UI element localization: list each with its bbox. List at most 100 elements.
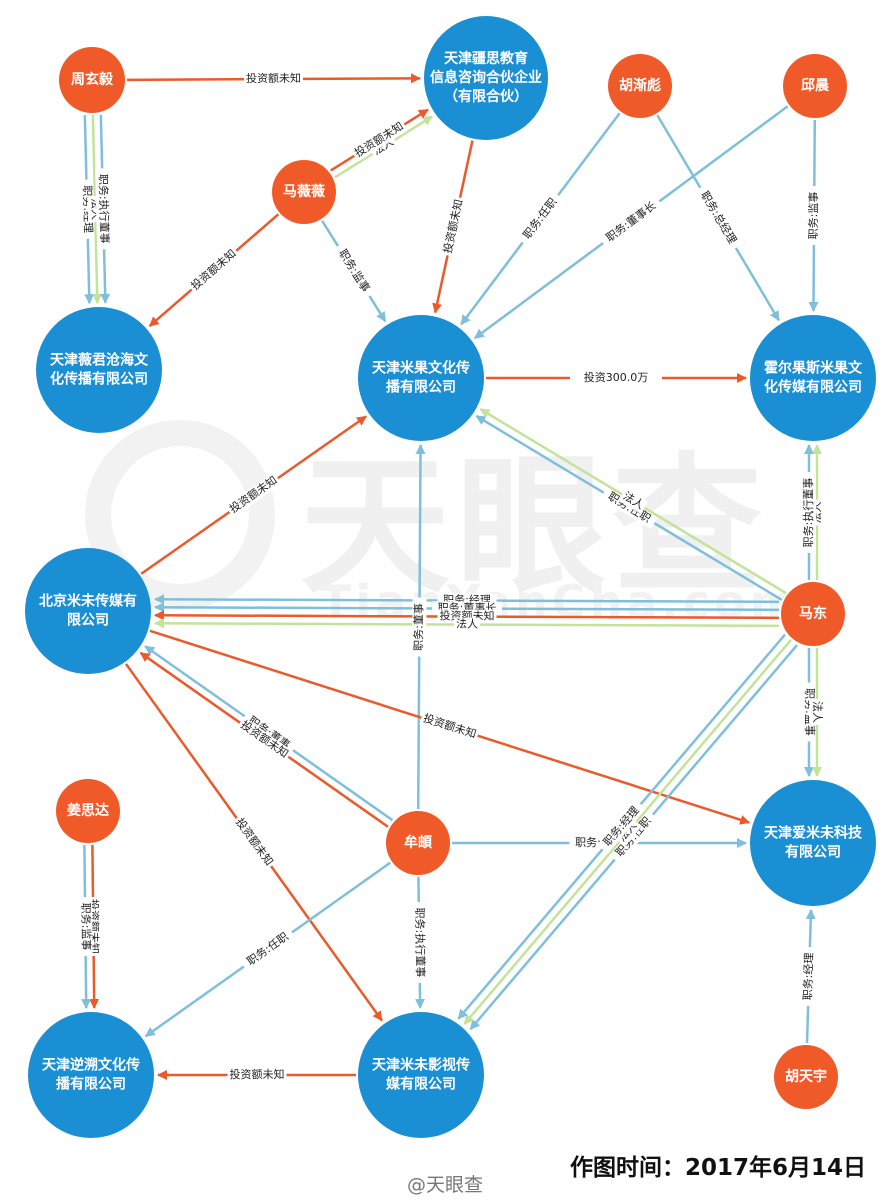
node-label: 化传播有限公司	[50, 371, 148, 388]
edge-legal: 法人	[463, 639, 792, 1025]
node-circle[interactable]	[59, 47, 125, 113]
person-node-huzhanbiao[interactable]: 胡渐彪	[608, 54, 672, 118]
edge-invest: 投资额未知	[148, 213, 280, 328]
edge-legal: 法人	[479, 408, 787, 595]
person-node-madong[interactable]: 马东	[781, 582, 845, 646]
person-node-zhouxuanyi[interactable]: 周玄毅	[59, 47, 125, 113]
edge-label-bg	[77, 896, 93, 957]
edge-label: 职务:监事	[79, 903, 93, 951]
node-circle[interactable]	[25, 548, 151, 674]
node-label: 邱晨	[801, 78, 830, 94]
edge-invest: 投资300.0万	[486, 370, 747, 385]
edge-label: 投资额未知	[233, 815, 276, 868]
edge-role: 职务:执行董事	[95, 114, 112, 304]
node-circle[interactable]	[750, 315, 876, 441]
edge-invest: 投资额未知	[139, 651, 389, 828]
node-label: 天津薇君沧海文	[50, 352, 149, 369]
edge-role: 职务:监事	[77, 845, 93, 1010]
edge-label-bg	[609, 810, 659, 865]
node-circle[interactable]	[781, 582, 845, 646]
node-circle[interactable]	[36, 307, 162, 433]
edge-role: 职务:董事	[144, 645, 394, 822]
edge-label: 职务:经理	[801, 952, 815, 1000]
edge-label-bg	[597, 799, 647, 854]
node-circle[interactable]	[358, 1012, 484, 1138]
edge-legal: 法人	[810, 648, 825, 777]
edge-invest: 投资额未知	[126, 71, 422, 87]
node-label: 姜思达	[67, 802, 109, 819]
edge-label-bg	[600, 486, 658, 530]
node-label: 天津米果文化传	[372, 360, 470, 377]
node-label: 有限公司	[785, 844, 841, 861]
person-node-moudun[interactable]: 牟頔	[386, 811, 450, 875]
edge-label-bg	[517, 191, 564, 247]
edge-label: 职务:董事	[412, 603, 425, 651]
chart-date: 作图时间：2017年6月14日	[569, 1155, 866, 1181]
edge-label-bg	[598, 195, 664, 249]
edge-role: 职务:执行董事	[411, 876, 428, 1010]
person-node-maweiwei[interactable]: 马薇薇	[272, 160, 336, 224]
edge-label-bg	[453, 617, 480, 632]
edge-role: 职务:任职	[460, 112, 621, 326]
edge-invest: 投资额未知	[153, 608, 779, 624]
edge-label-bg	[79, 179, 95, 239]
node-circle[interactable]	[358, 315, 484, 441]
edge-label: 职务:总经理	[698, 188, 740, 246]
edge-role: 职务:任职	[144, 861, 391, 1038]
edge-label-bg	[419, 711, 480, 743]
person-node-qiuchen[interactable]: 邱晨	[783, 54, 847, 118]
person-node-jiangsida[interactable]: 姜思达	[56, 779, 120, 843]
node-label: 信息咨询合伙企业	[430, 69, 542, 86]
edge-label-bg	[239, 926, 297, 973]
edge-label: 投资额未知	[188, 246, 239, 293]
edge-label: 职务:任职	[244, 930, 290, 968]
node-circle[interactable]	[774, 1045, 838, 1109]
node-label: 马薇薇	[283, 183, 325, 200]
edge-role: 职务:经理	[801, 908, 817, 1044]
node-label: 播有限公司	[56, 1076, 126, 1093]
node-circle[interactable]	[608, 54, 672, 118]
node-label: 胡天宇	[785, 1068, 827, 1085]
edge-label: 职务:执行董事	[801, 478, 815, 548]
node-label: 牟頔	[404, 834, 433, 851]
edge-role: 职务:监事	[321, 220, 387, 323]
edge-label: 投资额未知	[230, 1067, 285, 1081]
edge-label: 投资额未知	[246, 71, 301, 85]
person-node-hutianyu[interactable]: 胡天宇	[774, 1045, 838, 1109]
node-circle[interactable]	[750, 780, 876, 906]
node-circle[interactable]	[272, 160, 336, 224]
node-circle[interactable]	[56, 779, 120, 843]
edge-legal: 法人	[153, 617, 779, 632]
node-circle[interactable]	[783, 54, 847, 118]
edges-layer: 投资额未知职务:经理法人职务:执行董事法人投资额未知投资额未知职务:监事投资额未…	[77, 71, 825, 1082]
edge-invest: 投资额未知	[330, 108, 429, 172]
edge-label-bg	[618, 488, 648, 514]
node-label: 霍尔果斯米果文	[764, 360, 863, 377]
edge-label-bg	[440, 196, 467, 257]
node-circle[interactable]	[424, 16, 548, 140]
edge-label-bg	[806, 185, 822, 246]
edge-role: 职务:任职	[475, 414, 783, 601]
edge-role: 职务:任职	[469, 644, 799, 1030]
edge-label: 投资额未知	[422, 711, 479, 741]
edge-label-bg	[802, 472, 816, 553]
node-label: 北京米未传媒有	[39, 593, 137, 610]
node-label: 天津爱米未科技	[764, 825, 863, 842]
edge-invest: 投资额未知	[140, 415, 367, 575]
edge-label-bg	[231, 814, 277, 871]
node-label: 周玄毅	[71, 71, 114, 88]
edge-label-bg	[801, 946, 817, 1007]
edge-label-bg	[613, 817, 642, 847]
node-circle[interactable]	[28, 1012, 154, 1138]
edge-label-bg	[570, 371, 662, 385]
node-circle[interactable]	[386, 811, 450, 875]
